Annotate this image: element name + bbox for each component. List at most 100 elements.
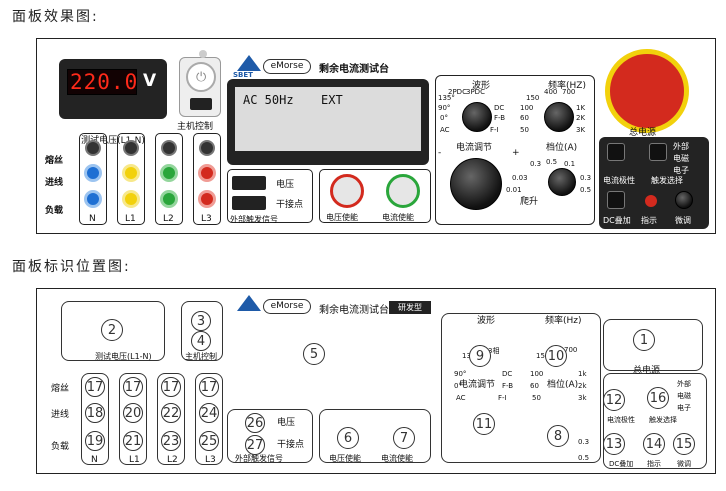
outline-control-option-5: 0° xyxy=(454,382,462,390)
voltage-trigger-jack[interactable] xyxy=(232,176,266,190)
marker-9: 9 xyxy=(469,345,491,367)
frequency-title: 频率(HZ) xyxy=(548,81,586,91)
marker-3: 3 xyxy=(191,311,211,331)
terminal-label-l1: L1 xyxy=(125,214,136,224)
outline-meter xyxy=(61,301,165,361)
control-panel-option-3: 0.03 xyxy=(512,174,528,182)
indicator-label: 指示 xyxy=(641,216,657,225)
terminal-l3: L3 xyxy=(193,133,221,225)
diag-term-l1: L1 xyxy=(129,455,140,465)
outline-l3 xyxy=(195,373,223,465)
diag-electronic: 电子 xyxy=(677,404,691,412)
jack-n-load[interactable] xyxy=(84,190,102,208)
control-panel-option-2: 0.1 xyxy=(564,160,576,168)
fuse-l1[interactable] xyxy=(123,140,139,156)
enable-section: 电压使能 电流使能 xyxy=(319,169,431,223)
diag-term-l2: L2 xyxy=(167,455,178,465)
control-panel-option-7: 50 xyxy=(520,126,529,134)
range-knob[interactable] xyxy=(548,168,576,196)
current-plus: + xyxy=(512,148,520,158)
current-adjust-title: 电流调节 xyxy=(456,143,493,153)
current-enable-button[interactable] xyxy=(386,174,420,208)
position-heading: 面板标识位置图: xyxy=(12,259,131,275)
jack-l1-in[interactable] xyxy=(122,164,140,182)
current-minus: - xyxy=(438,148,442,158)
outline-main xyxy=(181,301,223,361)
marker-20: 20 xyxy=(123,403,143,423)
marker-6: 6 xyxy=(337,427,359,449)
marker-24: 24 xyxy=(199,403,219,423)
emergency-stop-button[interactable] xyxy=(605,49,689,133)
power-button[interactable]: ⏻ xyxy=(186,62,216,92)
marker-8: 8 xyxy=(547,425,569,447)
diag-enable-voltage: 电压使能 xyxy=(329,454,361,463)
jack-n-in[interactable] xyxy=(84,164,102,182)
outline-emergency xyxy=(603,319,703,371)
indicator-led xyxy=(645,195,657,207)
outline-control-option-3: 100 xyxy=(530,370,544,378)
lcd-screen: AC 50Hz EXT xyxy=(235,87,421,151)
jack-l2-in[interactable] xyxy=(160,164,178,182)
diag-waveform-title: 波形 xyxy=(477,316,496,326)
marker-2: 2 xyxy=(101,319,123,341)
diag-em: 电磁 xyxy=(677,392,691,400)
trigger-switch[interactable] xyxy=(649,143,667,161)
outline-control-option-6: F-B xyxy=(502,382,514,390)
fuse-l3[interactable] xyxy=(199,140,215,156)
control-panel-option-1: 400 xyxy=(544,88,558,96)
diag-ext-voltage: 电压 xyxy=(277,418,296,428)
diag-ext-contact: 干接点 xyxy=(277,440,305,450)
meter-value: 220.0 xyxy=(70,70,139,94)
diag-load: 负载 xyxy=(51,442,70,452)
marker-19: 19 xyxy=(85,431,105,451)
usb-port[interactable] xyxy=(190,98,212,110)
diag-model: eMorse xyxy=(263,299,311,314)
marker-10: 10 xyxy=(545,345,567,367)
marker-7: 7 xyxy=(393,427,415,449)
jack-l3-in[interactable] xyxy=(198,164,216,182)
control-panel-option-4: 0.01 xyxy=(506,186,522,194)
frequency-knob[interactable] xyxy=(544,102,574,132)
control-panel-option-8: F-I xyxy=(490,126,499,134)
control-panel-option-2: 3PDC xyxy=(466,88,485,96)
voltage-meter: 220.0 V 测试电压(L1-N) xyxy=(59,59,167,146)
ext-voltage-label: 电压 xyxy=(276,180,295,190)
main-control: ⏻ xyxy=(179,57,221,117)
terminal-label-l2: L2 xyxy=(163,214,174,224)
waveform-knob[interactable] xyxy=(462,102,492,132)
marker-17-l3: 17 xyxy=(199,377,219,397)
lcd-source: EXT xyxy=(321,93,343,107)
effect-panel: 220.0 V 测试电压(L1-N) ⏻ 主机控制 SBET eMorse 剩余… xyxy=(36,38,716,234)
outline-ext xyxy=(227,409,313,463)
device-name: 剩余电流测试台 xyxy=(319,64,389,75)
range-title: 档位(A) xyxy=(546,143,578,153)
meter-unit: V xyxy=(143,71,157,91)
fuse-n[interactable] xyxy=(85,140,101,156)
outline-n xyxy=(81,373,109,465)
diag-main-label: 主机控制 xyxy=(185,352,217,361)
current-adjust-knob[interactable] xyxy=(450,158,502,210)
contact-trigger-jack[interactable] xyxy=(232,196,266,210)
fine-tune-knob[interactable] xyxy=(675,191,693,209)
voltage-enable-label: 电压使能 xyxy=(326,213,358,222)
fuse-l2[interactable] xyxy=(161,140,177,156)
diag-frequency-title: 频率(Hz) xyxy=(545,316,582,326)
marker-23: 23 xyxy=(161,431,181,451)
marker-22: 22 xyxy=(161,403,181,423)
dc-bias-switch[interactable] xyxy=(607,191,625,209)
control-panel-option-7: AC xyxy=(440,126,450,134)
jack-l2-load[interactable] xyxy=(160,190,178,208)
outline-control-option-1: 0.5 xyxy=(578,454,590,462)
polarity-switch[interactable] xyxy=(607,143,625,161)
diag-enable-current: 电流使能 xyxy=(381,454,413,463)
model-badge: eMorse xyxy=(263,59,311,74)
control-panel-option-5: 0° xyxy=(440,114,448,122)
marker-5: 5 xyxy=(303,343,325,365)
position-panel: 135°2相3相90°DC0°F-BACF-I1504007001001k602… xyxy=(36,288,716,474)
jack-l1-load[interactable] xyxy=(122,190,140,208)
marker-12: 12 xyxy=(603,389,625,411)
marker-21: 21 xyxy=(123,431,143,451)
voltage-enable-button[interactable] xyxy=(330,174,364,208)
jack-l3-load[interactable] xyxy=(198,190,216,208)
